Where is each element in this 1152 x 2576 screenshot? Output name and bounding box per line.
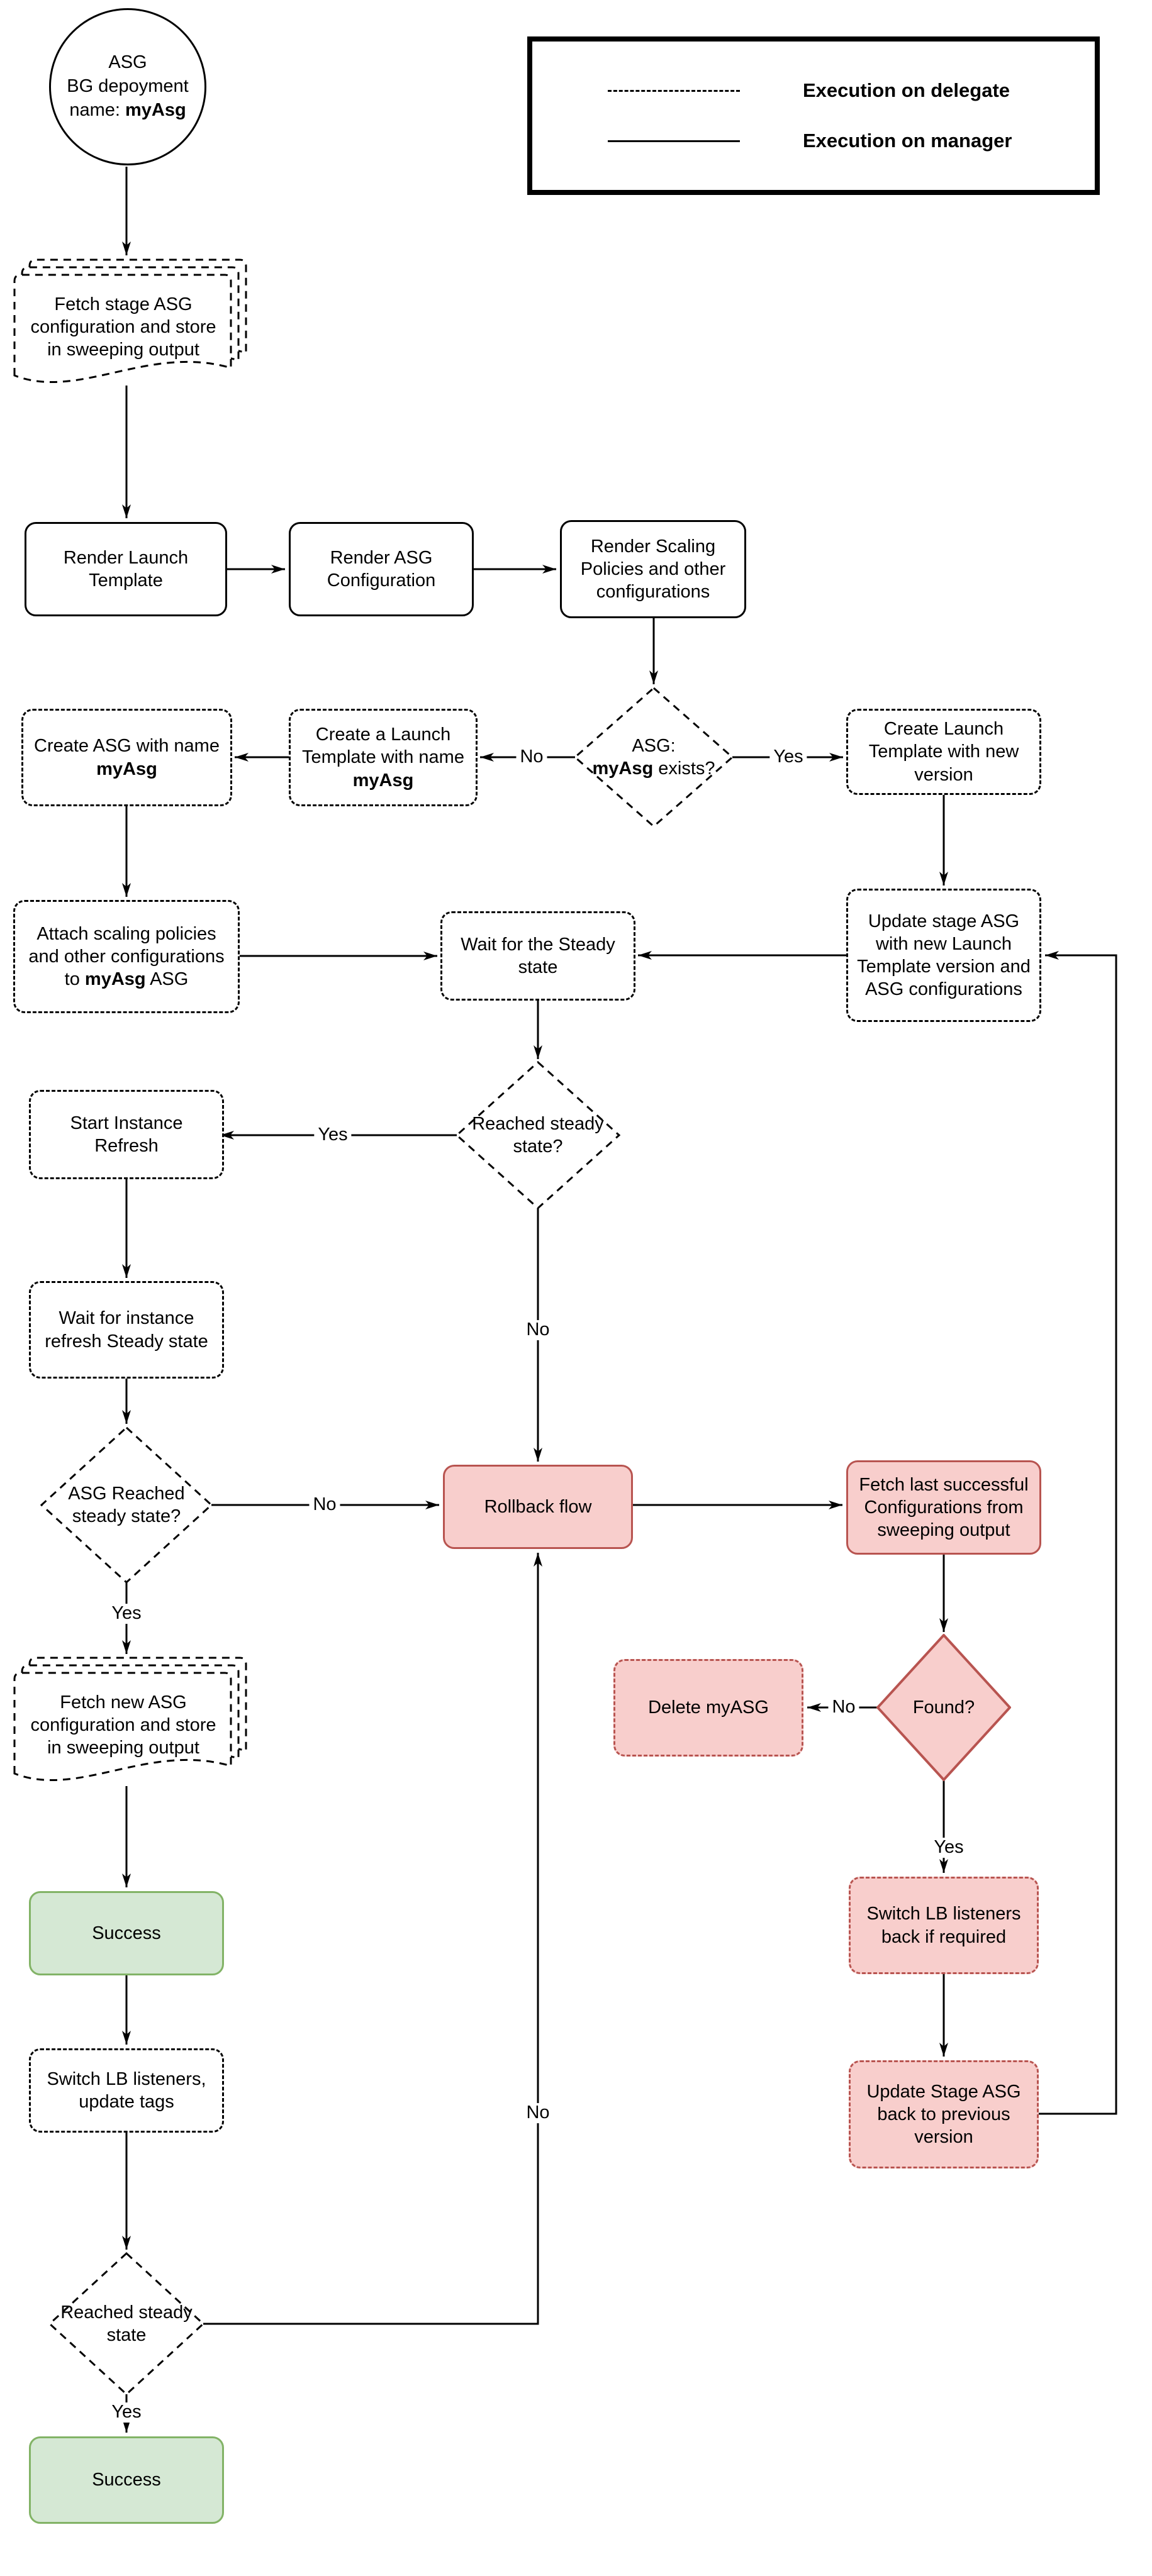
edge-label-yes: Yes: [108, 2402, 145, 2423]
node-create-launch-template-new-version: Create Launch Template with new version: [846, 709, 1041, 795]
dashed-line-sample: [608, 89, 740, 92]
edge-label-no: No: [828, 1697, 859, 1718]
edge-update-back-to-update-stage: [1039, 951, 1117, 2115]
start-node: ASG BG depoyment name: myAsg: [49, 8, 206, 165]
edge-label-yes: Yes: [769, 747, 807, 767]
node-render-asg-configuration: Render ASG Configuration: [289, 522, 474, 616]
node-wait-steady-state: Wait for the Steady state: [440, 911, 635, 1001]
node-success-top: Success: [29, 1891, 224, 1975]
start-line3: name: myAsg: [69, 99, 186, 120]
node-rollback-flow: Rollback flow: [443, 1465, 633, 1549]
legend-row-manager: Execution on manager: [608, 130, 1095, 152]
edge-label-no: No: [522, 2102, 554, 2123]
node-wait-instance-refresh: Wait for instance refresh Steady state: [29, 1281, 224, 1379]
node-switch-lb-listeners: Switch LB listeners, update tags: [29, 2048, 224, 2133]
decision-asg-reached-steady: [40, 1426, 213, 1584]
legend-row-delegate: Execution on delegate: [608, 79, 1095, 102]
edge-reached2-no-to-rollback: [203, 1553, 542, 2325]
node-render-launch-template: Render Launch Template: [25, 522, 227, 616]
legend-delegate-label: Execution on delegate: [803, 79, 1010, 101]
document-fetch-new-shape: [13, 1657, 247, 1781]
decision-asg-exists: [573, 687, 734, 828]
node-create-asg: Create ASG with name myAsg: [21, 709, 232, 806]
document-fetch-stage-shape: [13, 258, 247, 383]
edge-label-yes: Yes: [314, 1124, 352, 1145]
node-create-launch-template-named: Create a Launch Template with name myAsg: [289, 709, 478, 806]
edge-label-no: No: [516, 747, 547, 767]
node-switch-lb-listeners-back: Switch LB listeners back if required: [849, 1877, 1039, 1974]
node-update-stage-asg-back: Update Stage ASG back to previous versio…: [849, 2060, 1039, 2168]
node-success-bottom: Success: [29, 2436, 224, 2524]
node-fetch-last-successful: Fetch last successful Configurations fro…: [846, 1460, 1041, 1555]
decision-found: [876, 1634, 1011, 1781]
node-start-instance-refresh: Start Instance Refresh: [29, 1090, 224, 1179]
legend: Execution on delegate Execution on manag…: [527, 36, 1100, 195]
decision-reached-steady-1: [455, 1060, 621, 1210]
edge-label-yes: Yes: [930, 1837, 968, 1858]
node-update-stage-asg: Update stage ASG with new Launch Templat…: [846, 889, 1041, 1022]
edge-label-no: No: [309, 1494, 340, 1515]
edge-label-no: No: [522, 1319, 554, 1340]
legend-manager-label: Execution on manager: [803, 130, 1012, 152]
node-attach-scaling-policies: Attach scaling policies and other config…: [13, 900, 240, 1013]
decision-reached-steady-2: [48, 2251, 205, 2396]
node-render-scaling-policies: Render Scaling Policies and other config…: [560, 520, 746, 618]
edge-label-yes: Yes: [108, 1603, 145, 1624]
solid-line-sample: [608, 140, 740, 142]
start-line2: BG depoyment: [67, 76, 189, 97]
start-line1: ASG: [108, 52, 147, 73]
node-delete-myasg: Delete myASG: [613, 1659, 803, 1757]
